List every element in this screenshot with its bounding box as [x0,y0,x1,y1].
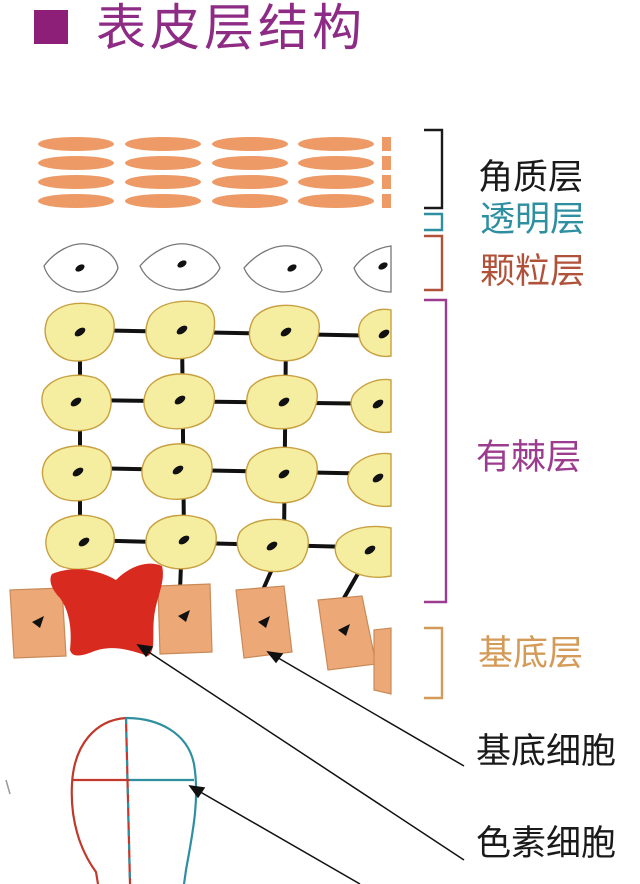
bracket-corneum [424,128,444,210]
callout-arrows [136,644,465,884]
basale-nuclei [32,610,350,636]
page-title: 表皮层结构 [96,0,366,57]
margin-mark [5,779,11,795]
bracket-granulosum [424,234,444,292]
label-stratum-lucidum: 透明层 [480,200,586,240]
label-basal-cell: 基底细胞 [476,732,617,772]
granulosum-nuclei [75,260,388,272]
label-stratum-basale: 基底层 [478,634,584,674]
label-stratum-spinosum: 有棘层 [476,438,582,478]
label-melanocyte: 色素细胞 [476,824,617,864]
stratum-spinosum-cells [41,300,392,578]
arrow-detail [189,785,361,884]
label-stratum-granulosum: 颗粒层 [480,252,586,292]
bracket-basale [424,626,444,700]
title-bullet [34,10,68,44]
bracket-lucidum [424,212,444,232]
bracket-spinosum [424,298,448,604]
spinosum-nuclei [70,325,390,555]
melanocyte-cell [50,563,163,656]
arrow-melanocyte [137,644,465,861]
stratum-corneum-cells [38,137,391,208]
detail-cell-outline [70,716,198,884]
arrow-basal-cell [267,651,465,767]
label-stratum-corneum: 角质层 [478,158,584,198]
stratum-granulosum-cells [43,243,392,293]
